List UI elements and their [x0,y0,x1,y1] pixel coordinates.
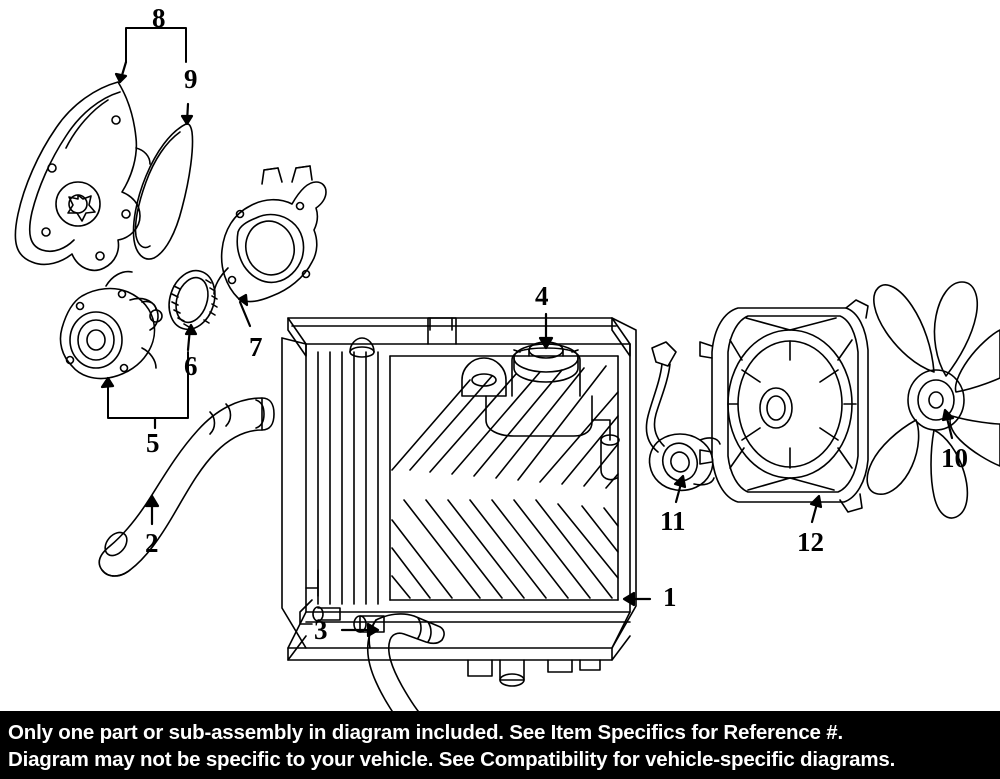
callout-9: 9 [184,64,198,94]
fan-motor-part [645,341,721,492]
footer-line-1: Only one part or sub-assembly in diagram… [8,720,843,744]
radiator-part [281,317,637,687]
water-pump-part [59,270,163,380]
callout-12: 12 [797,527,824,557]
callout-5: 5 [146,428,160,458]
fan-shroud-part [699,299,869,513]
callout-6: 6 [184,351,198,381]
water-pump-gasket-part [168,269,218,331]
callout-4: 4 [535,281,549,311]
callout-10: 10 [941,443,968,473]
callout-2: 2 [145,528,159,558]
callout-8: 8 [152,3,166,33]
footer-disclaimer-banner: Only one part or sub-assembly in diagram… [0,711,1000,779]
footer-line-2: Diagram may not be specific to your vehi… [8,748,896,771]
timing-belt-part [132,123,194,260]
callout-1: 1 [663,582,677,612]
callout-7: 7 [249,332,263,362]
callout-leaders [100,27,955,638]
callout-3: 3 [314,615,328,645]
thermostat-housing-part [213,165,327,303]
cooling-fan-blade-part [866,281,1000,519]
upper-radiator-hose-part [98,397,275,577]
timing-belt-cover-part [14,81,151,272]
callout-11: 11 [660,506,686,536]
